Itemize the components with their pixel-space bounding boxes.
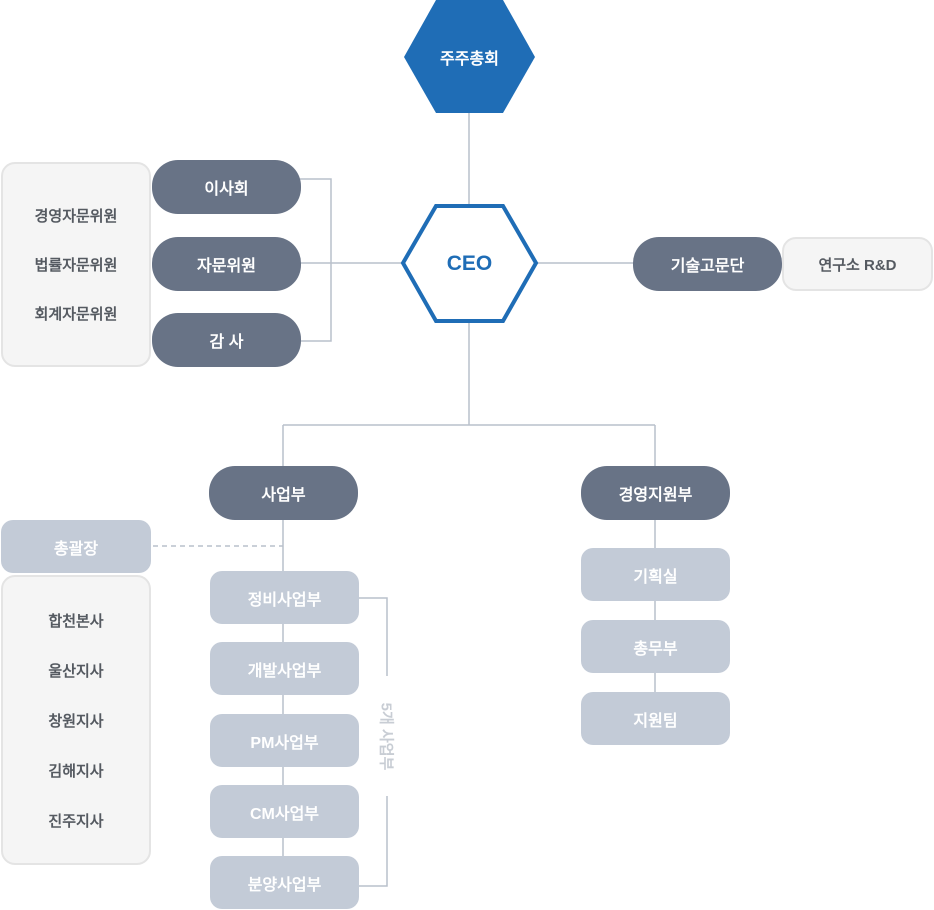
- branch-item: 울산지사: [48, 662, 104, 680]
- division-node: 정비사업부: [210, 571, 359, 624]
- ceo-hexagon: [400, 204, 539, 323]
- audit-node: 감 사: [152, 313, 301, 367]
- division-node: CM사업부: [210, 785, 359, 838]
- business-division-node: 사업부: [209, 466, 358, 520]
- lab-rnd-node: 연구소 R&D: [782, 237, 933, 291]
- divisions-count-label: 5개 사업부: [377, 702, 395, 771]
- board-of-directors-node: 이사회: [152, 160, 301, 214]
- general-manager-node: 총괄장: [1, 520, 151, 573]
- advisor-node: 자문위원: [152, 237, 301, 291]
- ceo-label: CEO: [446, 251, 493, 275]
- branch-item: 창원지사: [48, 712, 104, 730]
- tech-advisory-node: 기술고문단: [633, 237, 782, 291]
- advisory-item: 경영자문위원: [34, 208, 118, 225]
- division-node: PM사업부: [210, 714, 359, 767]
- team-node: 기획실: [581, 548, 730, 601]
- branches-box: 합천본사 울산지사 창원지사 김해지사 진주지사: [1, 575, 151, 865]
- advisory-item: 회계자문위원: [34, 306, 118, 323]
- branch-item: 진주지사: [48, 812, 104, 830]
- team-node: 총무부: [581, 620, 730, 673]
- team-node: 지원팀: [581, 692, 730, 745]
- advisory-committee-box: 경영자문위원 법률자문위원 회계자문위원: [1, 162, 151, 367]
- division-node: 개발사업부: [210, 642, 359, 695]
- advisory-item: 법률자문위원: [34, 257, 118, 274]
- shareholders-hexagon: [404, 0, 535, 113]
- division-node: 분양사업부: [210, 856, 359, 909]
- shareholders-label: 주주총회: [440, 50, 499, 68]
- branch-item: 합천본사: [48, 612, 104, 630]
- branch-item: 김해지사: [48, 762, 104, 780]
- management-support-node: 경영지원부: [581, 466, 730, 520]
